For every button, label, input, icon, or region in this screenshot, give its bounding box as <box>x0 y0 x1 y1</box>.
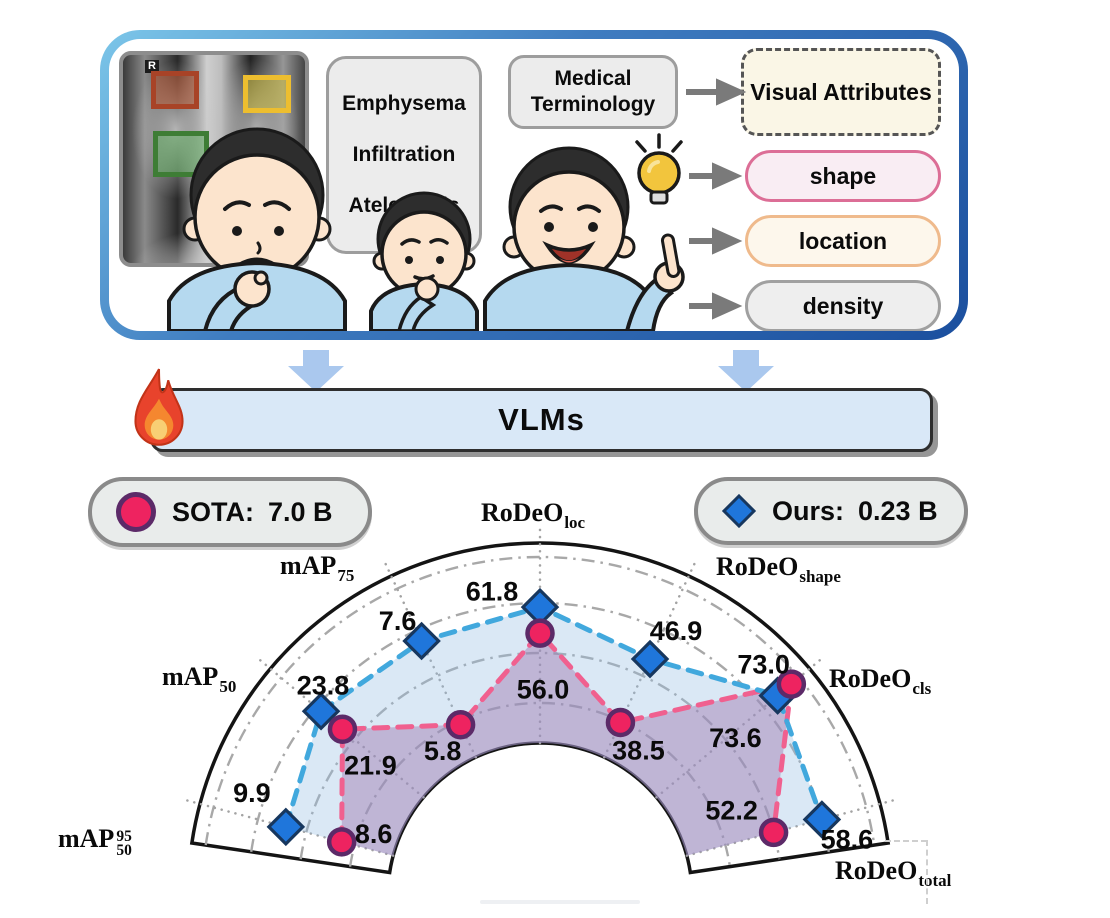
sota-circle-marker <box>525 618 555 648</box>
value-label: 9.9 <box>233 778 271 808</box>
attribute-pill-density: density <box>745 280 941 331</box>
down-arrow-icon <box>718 350 774 392</box>
axis-label-map50: mAP50 <box>162 662 237 696</box>
idea-boy-figure <box>483 133 685 331</box>
value-label: 38.5 <box>612 736 665 766</box>
finding-bbox-red <box>151 71 199 109</box>
value-label: 73.6 <box>709 723 762 753</box>
value-label: 8.6 <box>355 819 393 849</box>
xray-side-marker: R <box>145 60 159 73</box>
value-label: 58.6 <box>821 825 874 855</box>
ours-diamond-marker <box>266 807 306 847</box>
ours-diamond-marker <box>301 692 341 731</box>
visual-attributes-box: Visual Attributes <box>741 48 941 136</box>
intro-panel-inner: R Emphysema Infiltration Atelectasis Med… <box>109 39 959 331</box>
finding-label: Infiltration <box>352 143 456 166</box>
page-edge-mark <box>480 900 640 904</box>
axis-label-rodeocls: RoDeOcls <box>829 664 932 698</box>
ours-diamond-marker <box>802 800 842 839</box>
sota-circle-marker-icon <box>116 492 156 532</box>
vlms-label: VLMs <box>498 402 585 437</box>
value-label: 7.6 <box>379 606 417 636</box>
attribute-pill-location: location <box>745 215 941 267</box>
leader-line <box>926 840 928 904</box>
finding-label: Atelectasis <box>348 194 460 217</box>
value-label: 23.8 <box>297 670 350 700</box>
grid-radial <box>685 799 895 857</box>
sota-circle-marker <box>605 707 636 738</box>
series-fill-ours <box>285 607 822 856</box>
pointing-hand <box>653 233 685 293</box>
vlms-banner: VLMs <box>150 388 933 452</box>
legend-sota: SOTA: 7.0 B <box>88 477 372 547</box>
lightbulb-icon <box>635 133 683 205</box>
series-fill-sota <box>341 633 792 856</box>
value-label: 52.2 <box>705 796 758 826</box>
axis-label-rodeoloc: RoDeOloc <box>481 498 586 532</box>
sota-circle-marker <box>758 817 789 848</box>
ours-diamond-marker <box>630 639 670 679</box>
value-label: 73.0 <box>737 650 790 680</box>
sota-value: 7.0 B <box>268 496 333 527</box>
sota-label: SOTA: <box>172 496 254 527</box>
legend-ours: Ours: 0.23 B <box>694 477 968 545</box>
finding-bbox-green <box>153 131 209 177</box>
attribute-pill-shape: shape <box>745 150 941 202</box>
grid-arc <box>299 651 781 860</box>
ours-value: 0.23 B <box>858 495 938 526</box>
axis-label-map75: mAP75 <box>280 551 355 585</box>
axis-label-rodeototal: RoDeOtotal <box>835 856 952 890</box>
value-label: 21.9 <box>344 750 397 780</box>
radar-chart: 8.6 21.9 5.8 56.0 38.5 73.6 52.2 9.9 23.8 7.6 61.8… <box>185 527 895 875</box>
fire-icon <box>134 368 184 446</box>
findings-list-box: Emphysema Infiltration Atelectasis <box>326 56 482 254</box>
value-label: 61.8 <box>466 576 519 606</box>
value-label: 56.0 <box>517 674 570 704</box>
axis-label-rodeoshape: RoDeOshape <box>716 552 841 586</box>
value-label: 5.8 <box>424 736 462 766</box>
sota-circle-marker <box>327 714 358 744</box>
finding-label: Emphysema <box>342 92 466 115</box>
ours-label: Ours: <box>772 495 845 526</box>
sota-circle-marker <box>776 669 807 699</box>
grid-arc <box>348 701 732 867</box>
leader-line <box>885 840 927 842</box>
finding-bbox-yellow <box>243 75 291 113</box>
sota-circle-marker <box>326 827 357 857</box>
down-arrow-icon <box>288 350 344 392</box>
intro-panel: R Emphysema Infiltration Atelectasis Med… <box>100 30 968 340</box>
value-label: 46.9 <box>650 616 703 646</box>
grid-arc <box>204 555 876 846</box>
ours-diamond-marker-icon <box>722 494 756 528</box>
ours-diamond-marker <box>402 621 441 661</box>
medical-terminology-box: Medical Terminology <box>508 55 678 129</box>
chest-xray-image: R <box>119 51 309 267</box>
sota-circle-marker <box>445 709 476 740</box>
